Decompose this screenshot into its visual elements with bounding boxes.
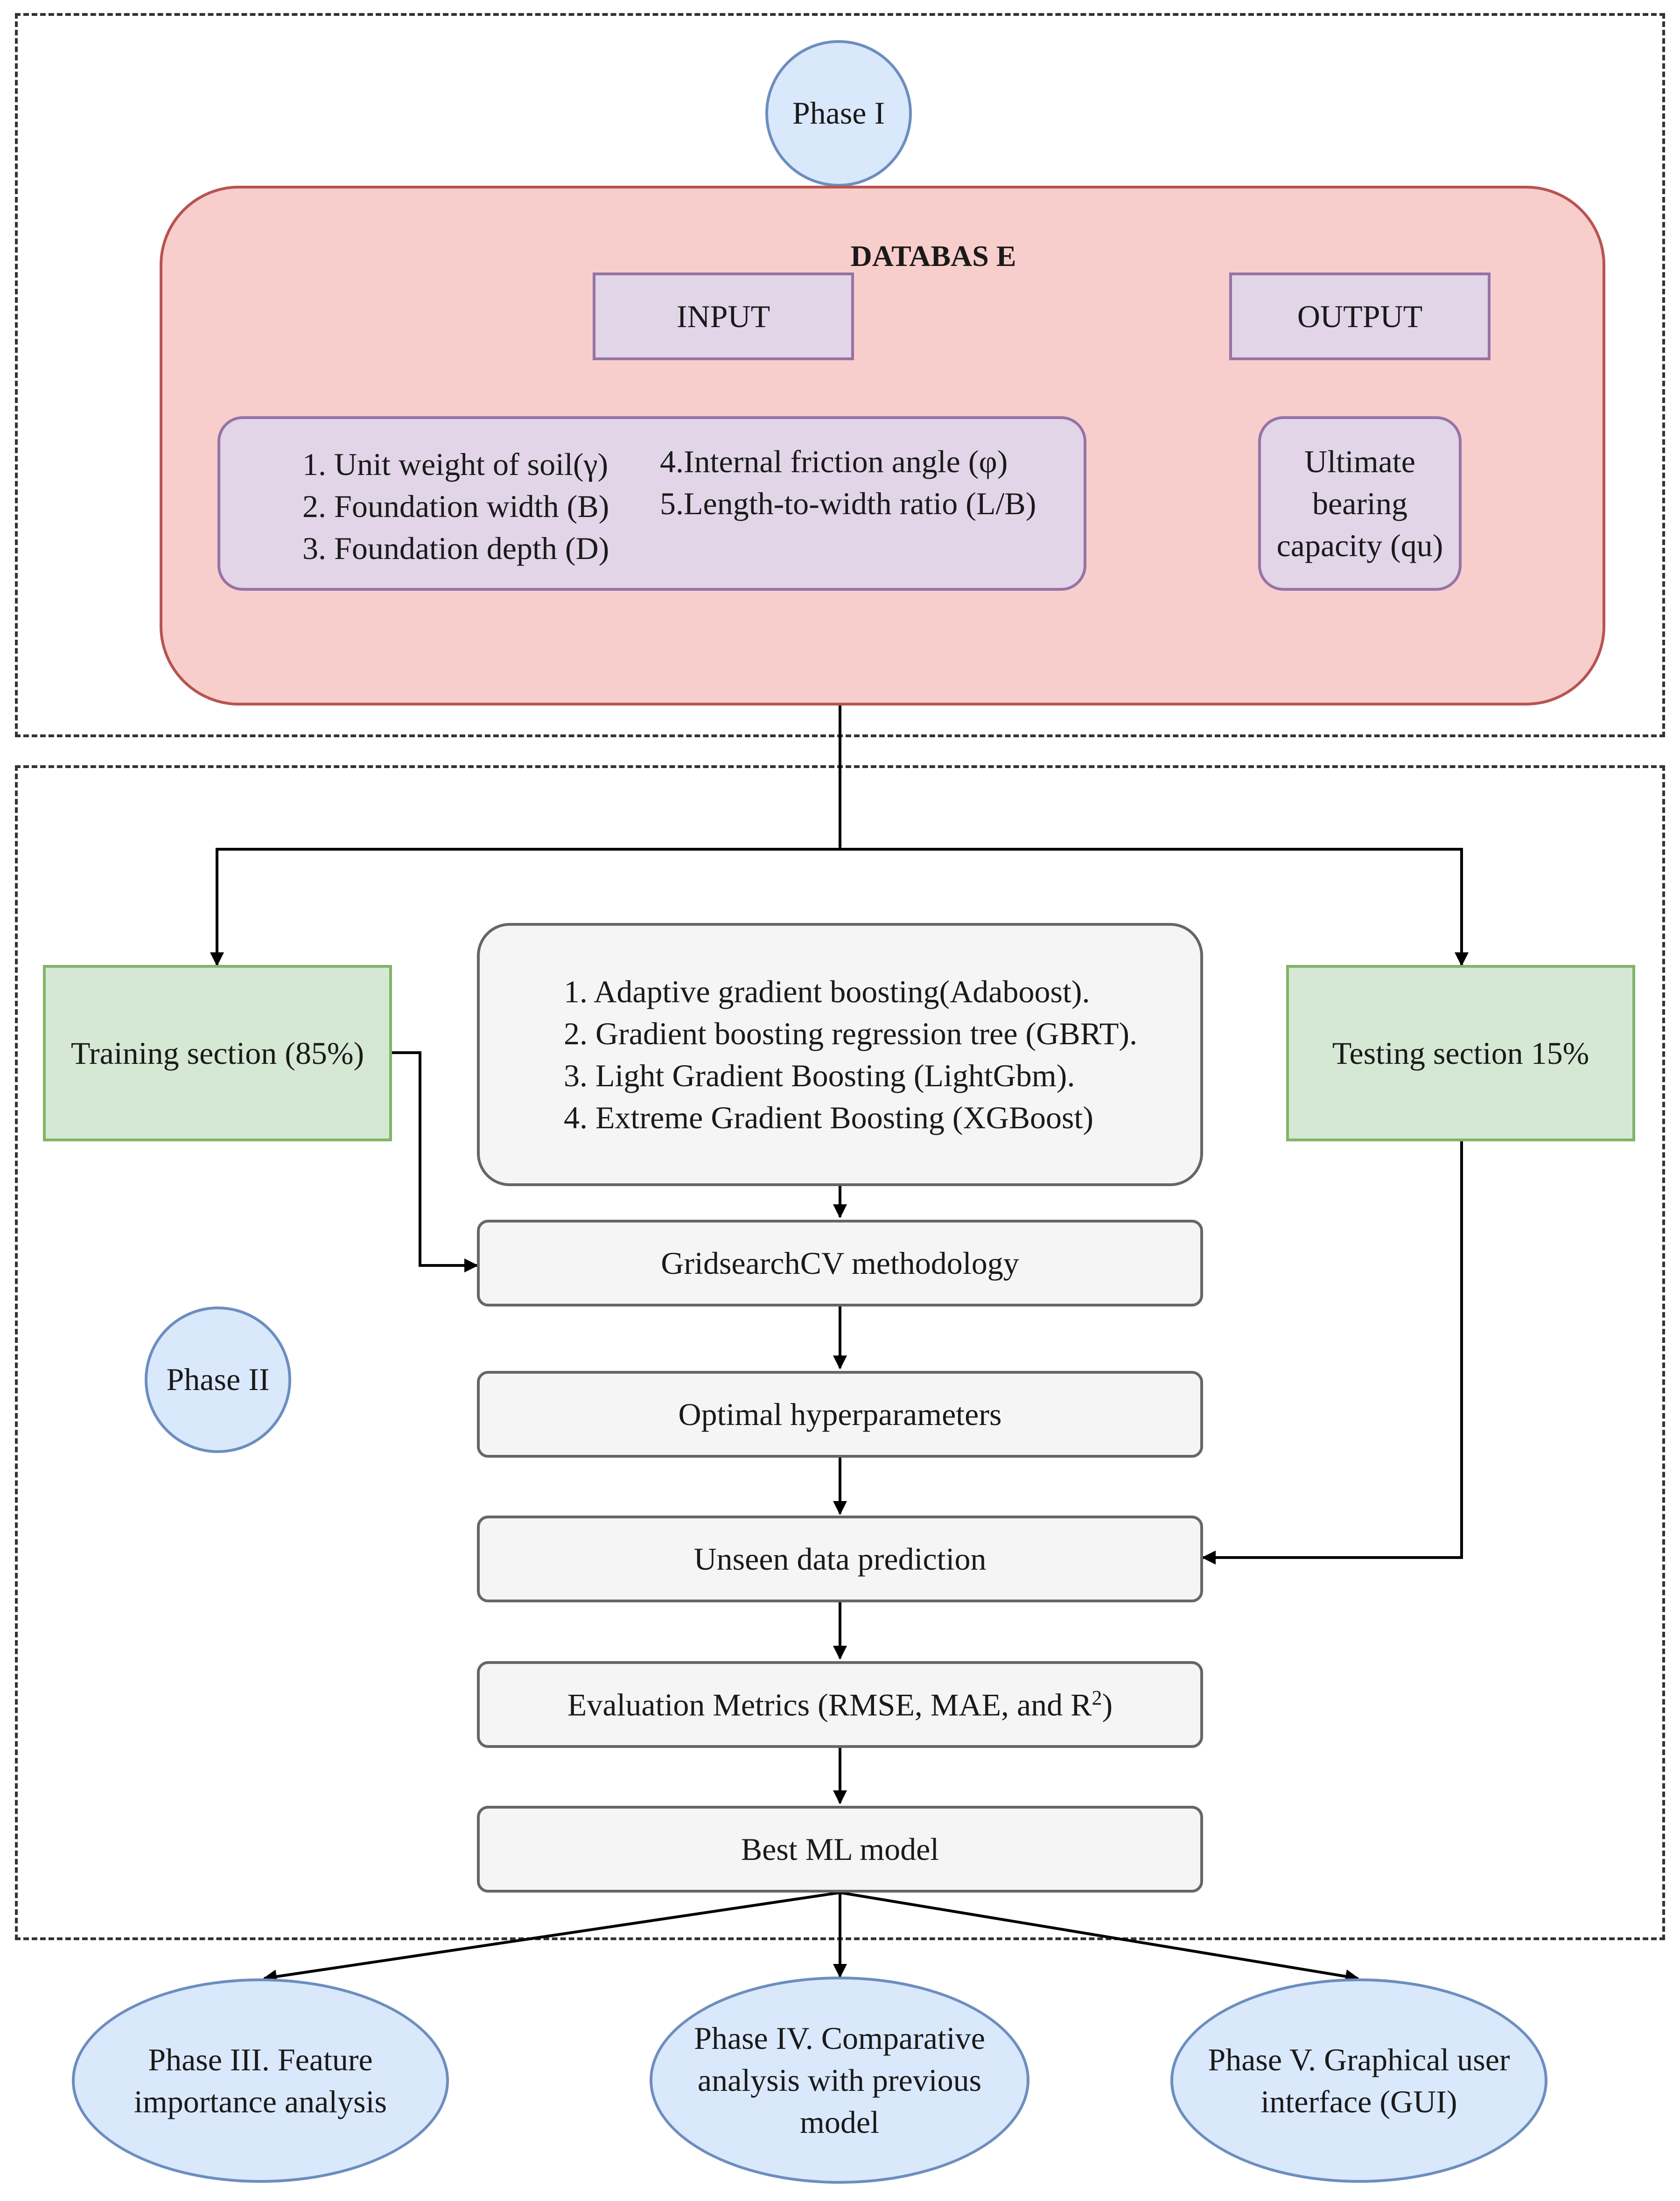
input-param-3: 3. Foundation depth (D) bbox=[302, 531, 609, 566]
input-param-4: 4.Internal friction angle (φ) bbox=[660, 444, 1008, 479]
input-parameters-box bbox=[217, 416, 1086, 591]
metrics-box: Evaluation Metrics (RMSE, MAE, and R2) bbox=[477, 1661, 1203, 1748]
best-model-box: Best ML model bbox=[477, 1806, 1203, 1893]
phase-2-label: Phase II bbox=[166, 1362, 270, 1397]
phase-4-ellipse: Phase IV. Comparative analysis with prev… bbox=[650, 1977, 1029, 2184]
phase-5-line-1: Phase V. Graphical user bbox=[1208, 2042, 1510, 2077]
testing-section-label: Testing section 15% bbox=[1332, 1035, 1589, 1071]
arrow-to-training bbox=[210, 848, 840, 966]
testing-section-box: Testing section 15% bbox=[1286, 965, 1635, 1141]
phase-5-ellipse: Phase V. Graphical user interface (GUI) bbox=[1170, 1978, 1547, 2183]
phase-4-line-2: analysis with previous bbox=[697, 2062, 982, 2098]
model-4: 4. Extreme Gradient Boosting (XGBoost) bbox=[564, 1100, 1094, 1135]
input-param-1: 1. Unit weight of soil(γ) bbox=[302, 447, 609, 482]
arrow-best-to-phase3 bbox=[263, 1891, 840, 1984]
phase-3-line-2: importance analysis bbox=[134, 2084, 387, 2119]
prediction-box: Unseen data prediction bbox=[477, 1516, 1203, 1602]
training-section-box: Training section (85%) bbox=[43, 965, 392, 1141]
input-param-5: 5.Length-to-width ratio (L/B) bbox=[660, 486, 1036, 521]
output-line-3: capacity (qu) bbox=[1276, 528, 1443, 563]
prediction-label: Unseen data prediction bbox=[693, 1541, 987, 1577]
model-1: 1. Adaptive gradient boosting(Adaboost). bbox=[564, 974, 1090, 1009]
output-parameter-box: Ultimate bearing capacity (qu) bbox=[1258, 416, 1462, 591]
input-header-label: INPUT bbox=[676, 298, 770, 334]
metrics-suffix: ) bbox=[1102, 1687, 1113, 1723]
metrics-text: Evaluation Metrics (RMSE, MAE, and R bbox=[567, 1687, 1092, 1723]
phase-5-line-2: interface (GUI) bbox=[1260, 2084, 1457, 2119]
metrics-label: Evaluation Metrics (RMSE, MAE, and R2) bbox=[567, 1686, 1113, 1724]
output-line-2: bearing bbox=[1312, 486, 1407, 521]
metrics-superscript: 2 bbox=[1092, 1686, 1102, 1709]
phase-1-circle: Phase I bbox=[765, 40, 912, 187]
input-header-box: INPUT bbox=[593, 273, 854, 360]
input-parameters-left: 1. Unit weight of soil(γ) 2. Foundation … bbox=[302, 443, 609, 569]
gridsearch-box: GridsearchCV methodology bbox=[477, 1220, 1203, 1307]
phase-3-ellipse: Phase III. Feature importance analysis bbox=[72, 1978, 449, 2183]
output-header-label: OUTPUT bbox=[1297, 298, 1423, 334]
model-3: 3. Light Gradient Boosting (LightGbm). bbox=[564, 1058, 1075, 1093]
gridsearch-label: GridsearchCV methodology bbox=[661, 1245, 1019, 1281]
hyperparameters-box: Optimal hyperparameters bbox=[477, 1371, 1203, 1458]
phase-4-line-1: Phase IV. Comparative bbox=[694, 2020, 985, 2056]
phase-2-circle: Phase II bbox=[145, 1307, 291, 1453]
output-line-1: Ultimate bbox=[1304, 444, 1415, 479]
arrow-training-to-gridsearch bbox=[392, 1051, 478, 1272]
hyperparameters-label: Optimal hyperparameters bbox=[678, 1396, 1002, 1432]
input-parameters-right: 4.Internal friction angle (φ) 5.Length-t… bbox=[660, 440, 1036, 524]
phase-4-line-3: model bbox=[800, 2104, 879, 2140]
phase-3-line-1: Phase III. Feature bbox=[148, 2042, 373, 2077]
training-section-label: Training section (85%) bbox=[70, 1035, 364, 1071]
database-title: DATABAS E bbox=[850, 239, 1016, 273]
input-param-2: 2. Foundation width (B) bbox=[302, 489, 609, 524]
best-model-label: Best ML model bbox=[741, 1831, 939, 1867]
arrow-testing-to-prediction bbox=[1202, 1141, 1463, 1565]
output-header-box: OUTPUT bbox=[1229, 273, 1491, 360]
model-2: 2. Gradient boosting regression tree (GB… bbox=[564, 1016, 1138, 1051]
phase-1-label: Phase I bbox=[792, 95, 885, 131]
arrow-to-testing bbox=[840, 848, 1469, 966]
models-box: 1. Adaptive gradient boosting(Adaboost).… bbox=[477, 923, 1203, 1186]
arrow-best-to-phase5 bbox=[840, 1891, 1359, 1984]
